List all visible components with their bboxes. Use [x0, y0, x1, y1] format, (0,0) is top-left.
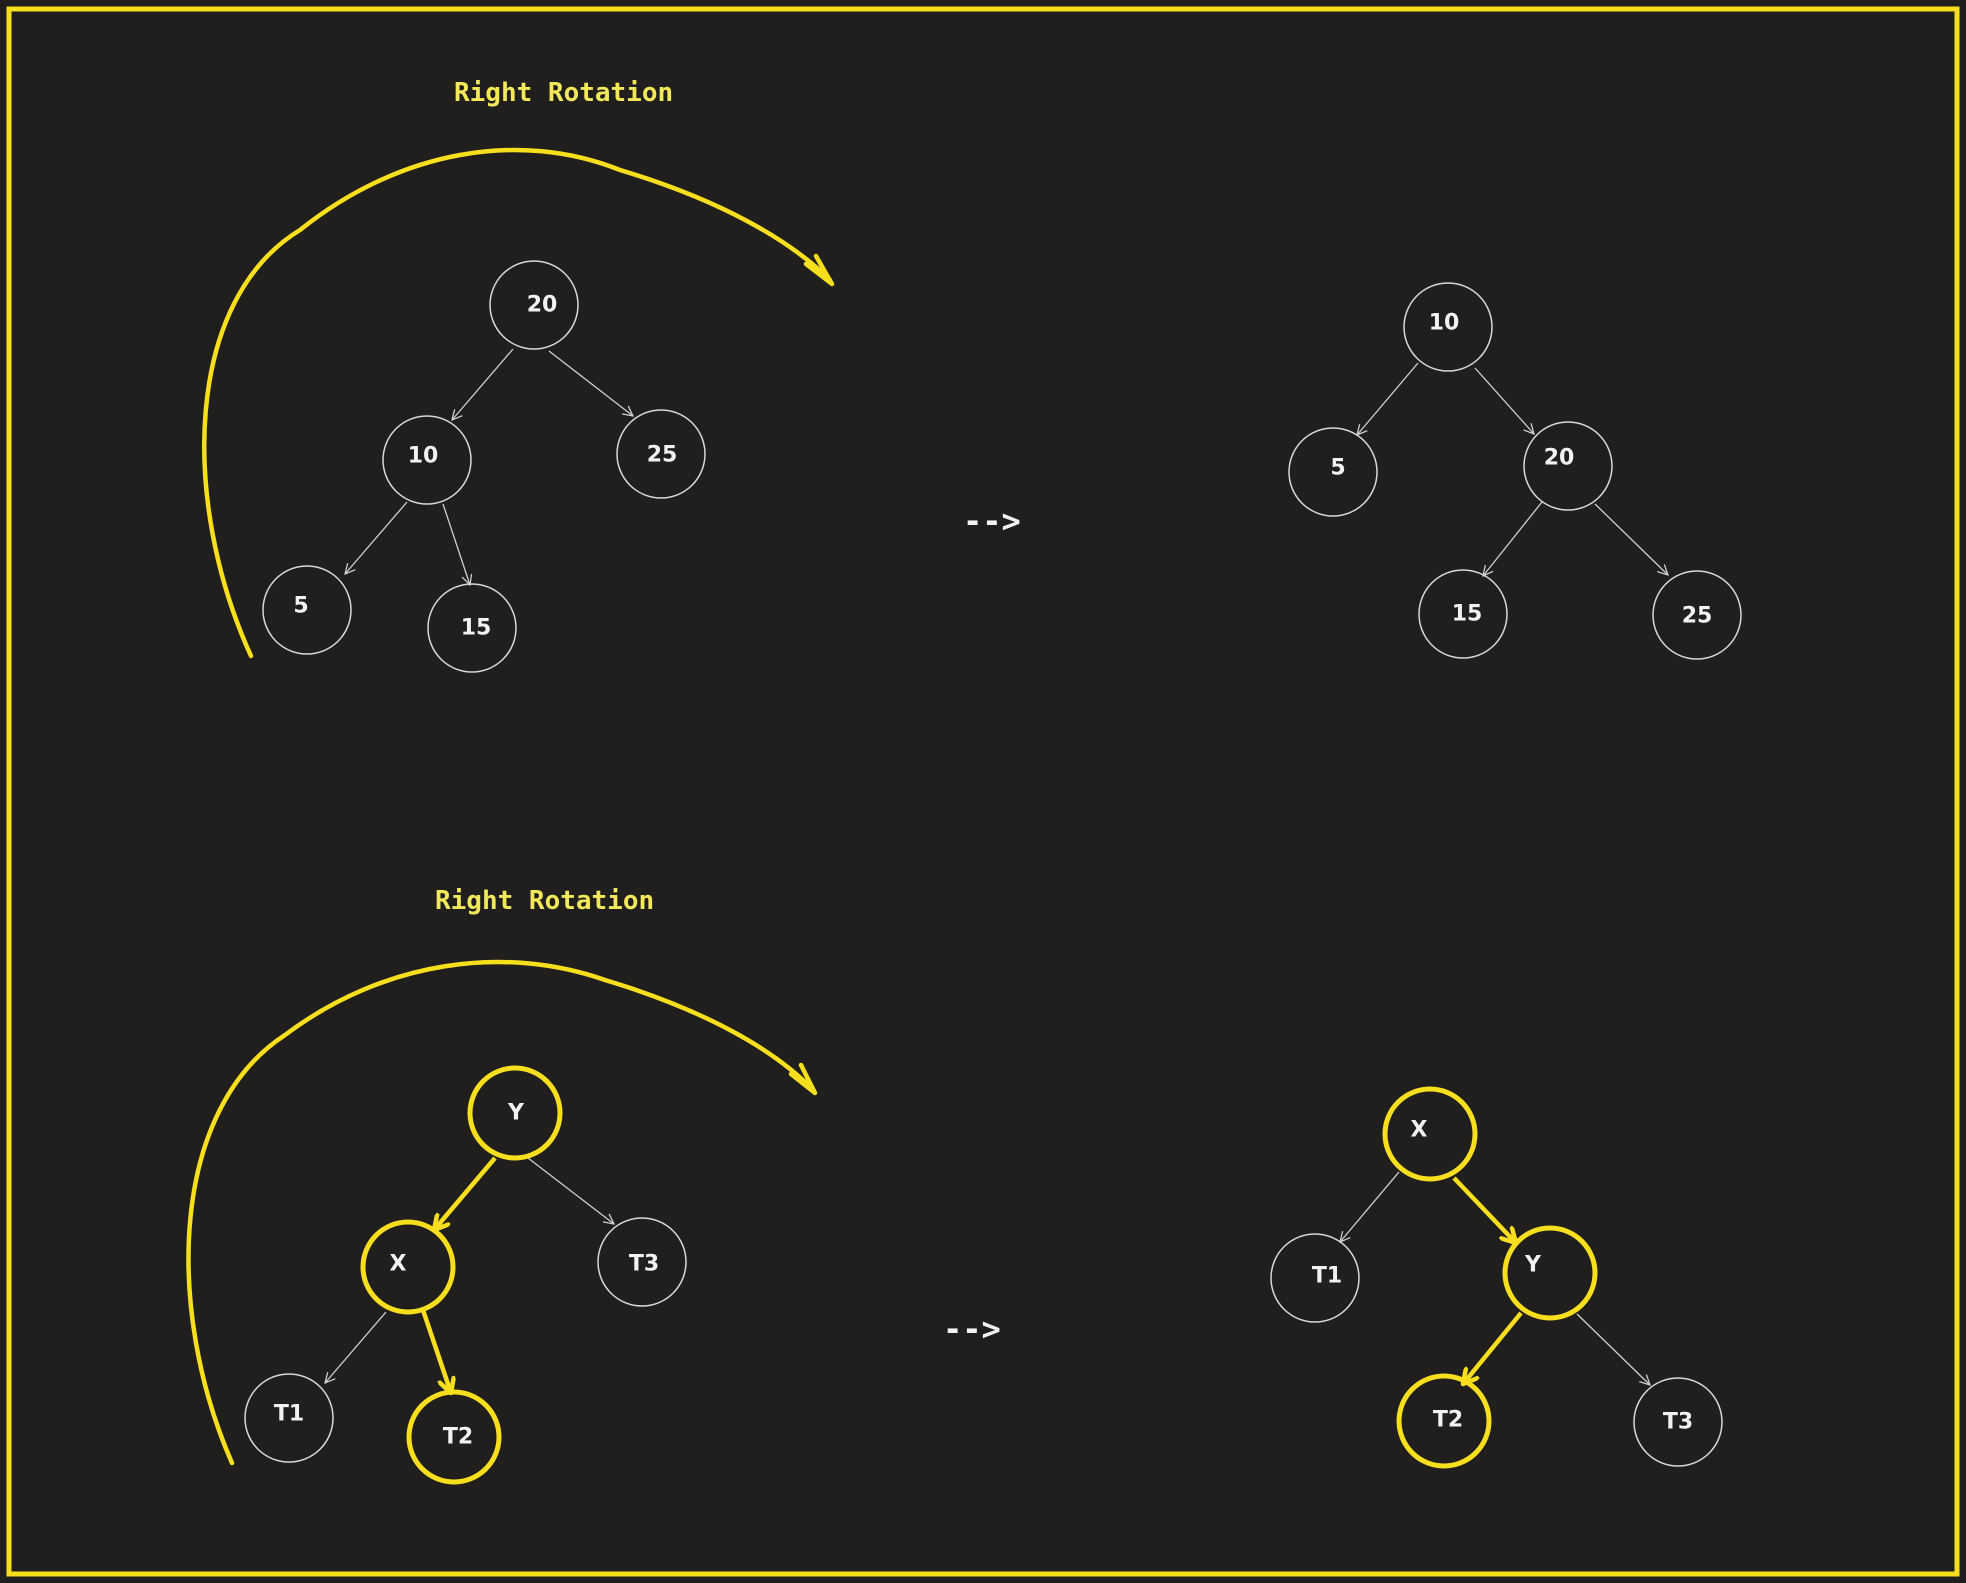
node-label: 5 [1330, 456, 1345, 481]
edge-20-15 [1483, 501, 1543, 576]
tree-node: 10 [1403, 282, 1493, 372]
tree-node: T2 [1396, 1373, 1492, 1469]
edge-X-T2 [420, 1309, 451, 1393]
before-tree: Y X T3 T1 T2 [244, 1065, 687, 1485]
node-label: 25 [647, 443, 678, 468]
node-label: Y [1524, 1253, 1542, 1278]
after-tree: 10 5 20 15 25 [1288, 282, 1742, 660]
outer-frame [6, 6, 1960, 1577]
edge-X-T1 [325, 1311, 387, 1383]
edge-X-T1 [1340, 1171, 1400, 1242]
transform-arrow: --> [943, 1310, 1001, 1348]
rotation-arc [202, 147, 833, 659]
edge-20-10 [452, 348, 514, 420]
tree-node: X [1382, 1086, 1478, 1182]
transform-arrow: --> [963, 502, 1021, 540]
tree-node: T3 [1633, 1377, 1723, 1467]
tree-node: 20 [1523, 421, 1613, 511]
rotation-arrowhead [788, 1062, 818, 1096]
tree-node: 15 [427, 583, 517, 673]
rotation-arrowhead [803, 253, 835, 287]
tree-node: 5 [262, 565, 352, 655]
edge-X-Y [1452, 1176, 1516, 1243]
edge-Y-T3 [1576, 1313, 1650, 1385]
node-label: T3 [1663, 1410, 1693, 1435]
node-label: T3 [629, 1252, 659, 1277]
panel-numeric: Right Rotation 20 10 25 5 [202, 78, 1742, 673]
tree-node: Y [467, 1065, 563, 1161]
before-tree: 20 10 25 5 15 [262, 260, 706, 673]
edge-10-15 [442, 503, 470, 585]
node-label: Y [507, 1101, 525, 1126]
tree-node: X [360, 1219, 456, 1315]
tree-node: 25 [616, 409, 706, 499]
node-label: X [1411, 1118, 1428, 1143]
tree-node: 15 [1418, 569, 1508, 659]
edge-10-5 [345, 501, 408, 574]
node-label: T1 [1312, 1264, 1342, 1289]
edge-Y-T3 [527, 1157, 614, 1224]
node-label: T2 [443, 1425, 473, 1450]
tree-node: Y [1502, 1225, 1598, 1321]
panel-symbolic: Right Rotation Y X T3 T1 [186, 886, 1723, 1485]
node-label: T2 [1433, 1408, 1463, 1433]
tree-node: T3 [597, 1217, 687, 1307]
node-label: T1 [274, 1402, 304, 1427]
panel-title: Right Rotation [454, 78, 673, 108]
tree-node: 25 [1652, 570, 1742, 660]
tree-node: 20 [489, 260, 579, 350]
tree-node: T1 [1270, 1233, 1360, 1323]
rotation-arc [186, 959, 816, 1466]
edge-20-25 [548, 350, 633, 416]
after-tree: X T1 Y T2 T3 [1270, 1086, 1723, 1469]
tree-node: T1 [244, 1373, 334, 1463]
node-label: 15 [461, 616, 492, 641]
node-label: 5 [293, 594, 308, 619]
panel-title: Right Rotation [435, 886, 654, 916]
node-label: 20 [1544, 446, 1575, 471]
node-label: 20 [527, 293, 558, 318]
edge-Y-T2 [1463, 1311, 1523, 1384]
tree-node: 10 [382, 415, 472, 505]
edge-10-5 [1357, 362, 1419, 435]
edge-20-25 [1594, 503, 1668, 575]
node-label: 15 [1452, 602, 1483, 627]
tree-node: T2 [406, 1389, 502, 1485]
tree-node: 5 [1288, 427, 1378, 517]
node-label: X [390, 1252, 407, 1277]
node-label: 10 [408, 444, 439, 469]
node-label: 10 [1429, 311, 1460, 336]
node-label: 25 [1682, 604, 1713, 629]
edge-10-20 [1474, 367, 1534, 434]
edge-Y-X [434, 1156, 497, 1230]
